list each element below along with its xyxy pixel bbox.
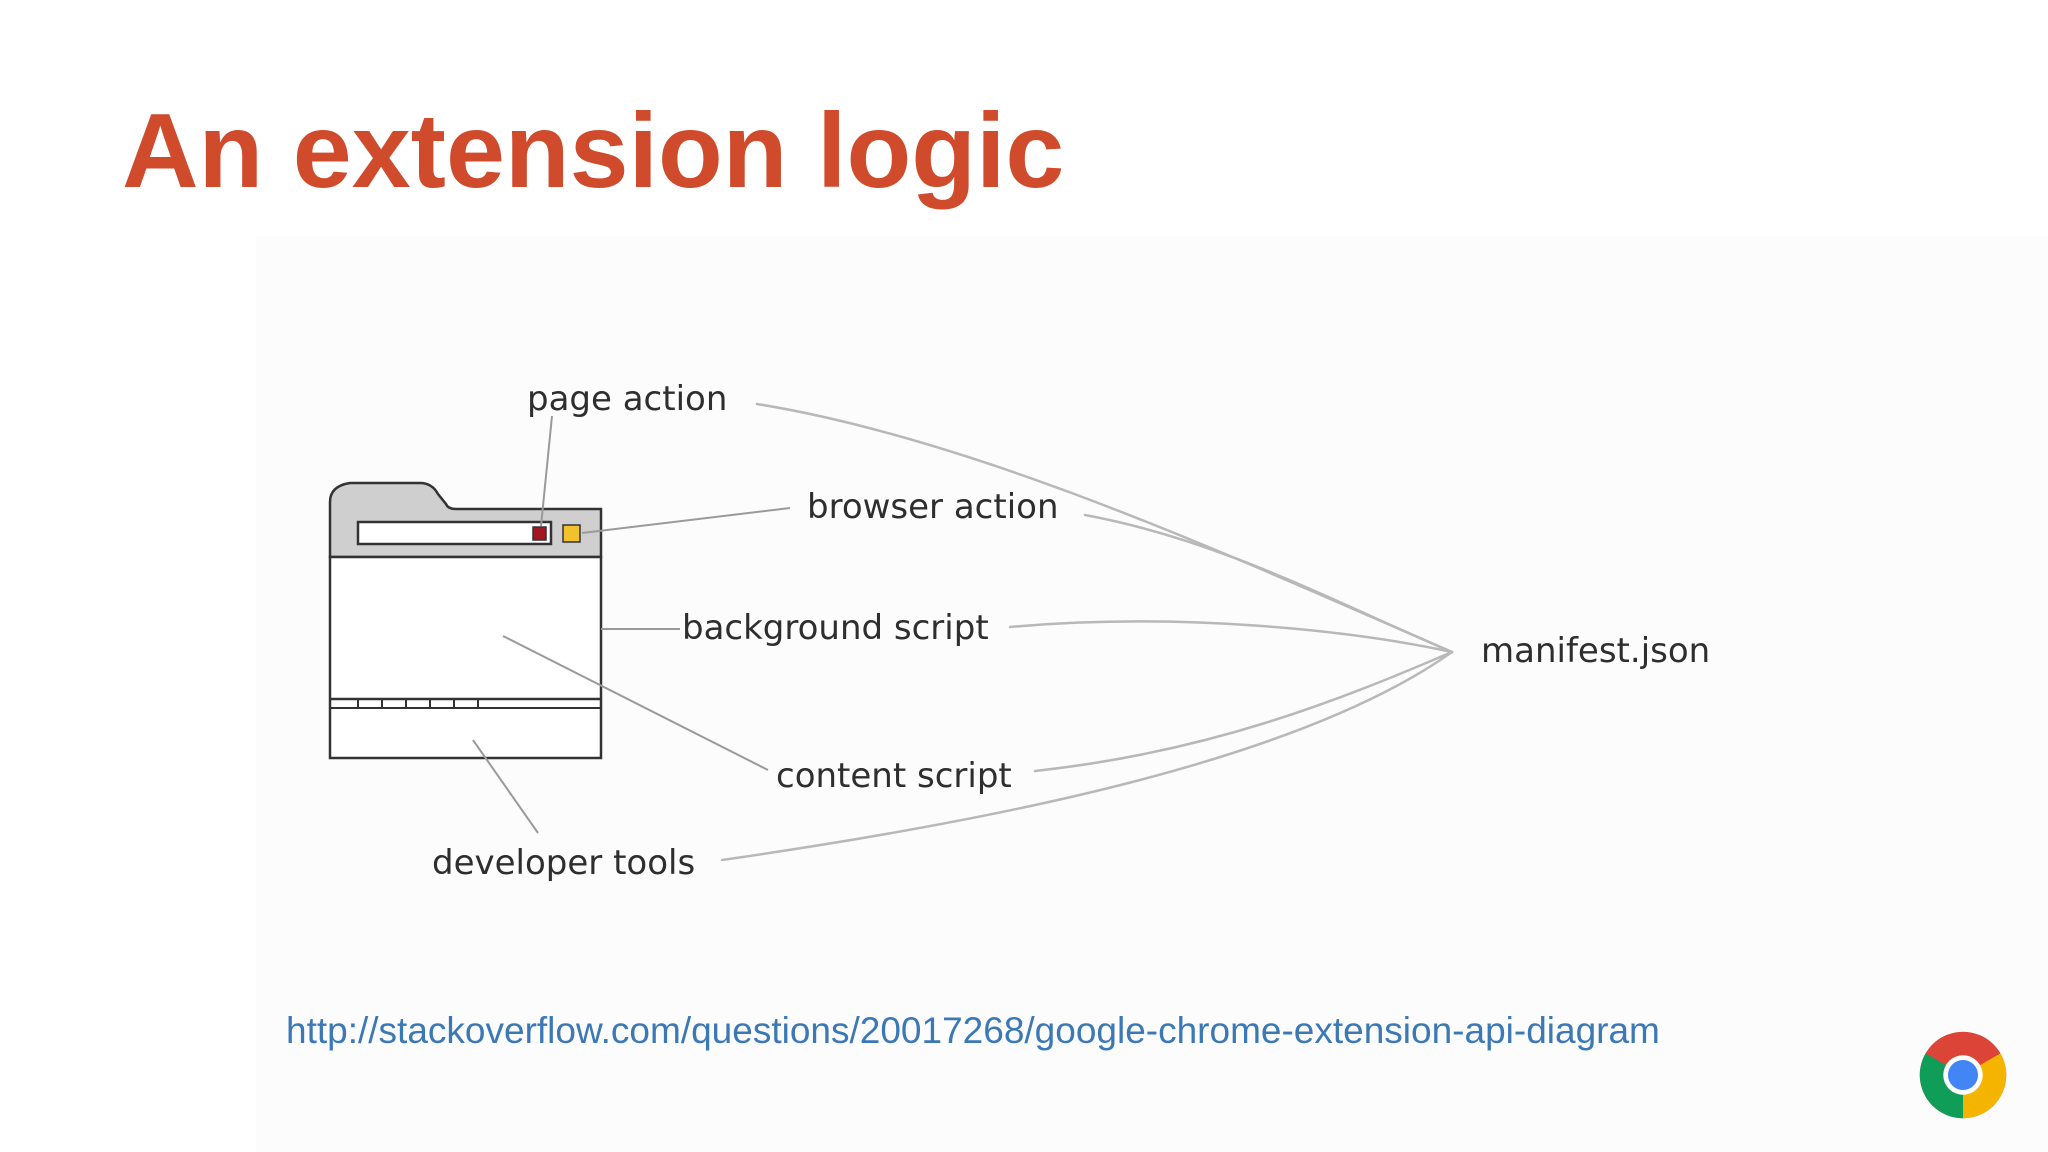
browser-window-icon [328, 481, 603, 760]
label-browser-action: browser action [807, 487, 1059, 527]
label-developer-tools: developer tools [432, 843, 695, 883]
slide-title: An extension logic [122, 92, 1065, 210]
address-bar [356, 520, 553, 546]
label-background-script: background script [682, 608, 989, 648]
label-manifest-json: manifest.json [1481, 631, 1710, 671]
source-link[interactable]: http://stackoverflow.com/questions/20017… [286, 1010, 1660, 1051]
content-script-leader [502, 635, 769, 771]
developer-tools-leader [472, 739, 539, 834]
page-action-square [532, 526, 547, 541]
browser-action-square [562, 524, 581, 543]
devtools-tab-ticks [357, 699, 479, 708]
browser-content-area [328, 555, 603, 760]
connector-developer-tools [720, 650, 1454, 862]
page-action-leader [540, 415, 553, 527]
label-content-script: content script [776, 756, 1012, 796]
connector-browser-action [1083, 513, 1454, 654]
browser-tab-shape [328, 481, 603, 559]
chrome-logo-icon [1919, 1031, 2007, 1119]
label-page-action: page action [527, 379, 727, 419]
browser-action-leader [581, 507, 791, 534]
connector-background-script [1008, 620, 1454, 654]
manifest-connectors [720, 402, 1454, 862]
leader-lines [472, 415, 791, 834]
connector-content-script [1033, 650, 1454, 773]
